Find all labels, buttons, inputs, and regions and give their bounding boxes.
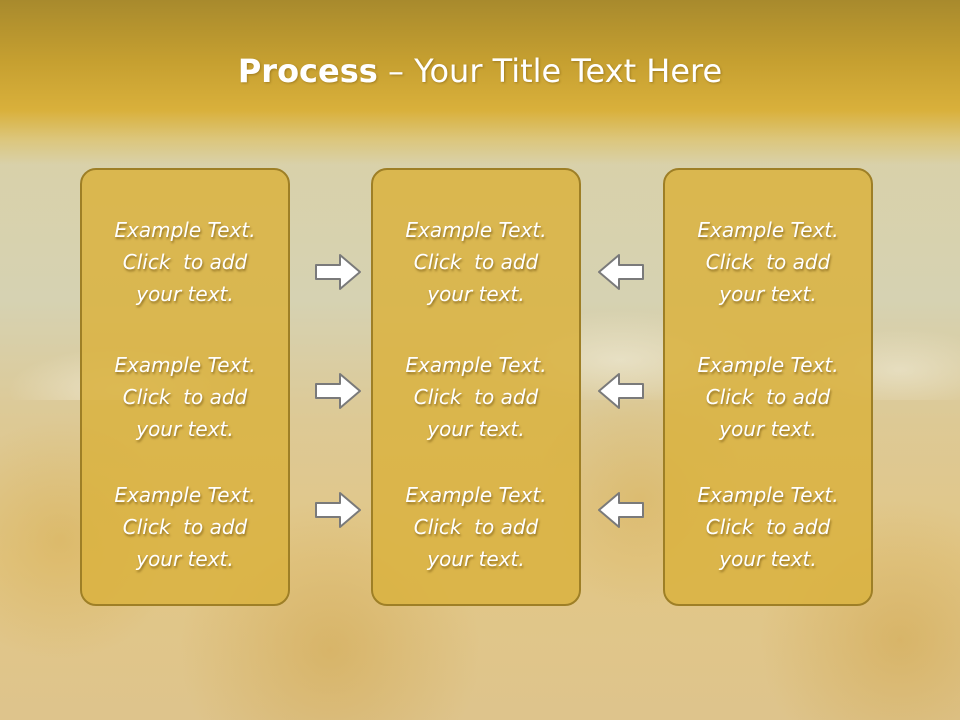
- text-block[interactable]: Example Text. Click to add your text.: [373, 349, 579, 445]
- title-band: [0, 0, 960, 165]
- text-line: Click to add: [705, 515, 831, 539]
- text-line: your text.: [136, 547, 234, 571]
- text-line: Example Text.: [697, 218, 839, 242]
- left-arrow-icon[interactable]: [597, 490, 645, 530]
- text-line: your text.: [719, 282, 817, 306]
- text-block[interactable]: Example Text. Click to add your text.: [373, 479, 579, 575]
- text-line: your text.: [427, 417, 525, 441]
- text-line: Example Text.: [405, 218, 547, 242]
- text-block[interactable]: Example Text. Click to add your text.: [82, 214, 288, 310]
- text-line: Click to add: [413, 515, 539, 539]
- text-line: Click to add: [122, 385, 248, 409]
- text-line: your text.: [136, 417, 234, 441]
- text-line: Click to add: [413, 385, 539, 409]
- right-arrow-icon[interactable]: [314, 371, 362, 411]
- text-line: your text.: [427, 547, 525, 571]
- text-line: Example Text.: [405, 353, 547, 377]
- middle-process-box[interactable]: Example Text. Click to add your text. Ex…: [371, 168, 581, 606]
- text-line: your text.: [719, 547, 817, 571]
- text-line: your text.: [136, 282, 234, 306]
- text-line: Click to add: [122, 515, 248, 539]
- title-rest: – Your Title Text Here: [377, 52, 723, 90]
- text-line: Click to add: [705, 250, 831, 274]
- left-arrow-icon[interactable]: [597, 371, 645, 411]
- right-arrow-icon[interactable]: [314, 252, 362, 292]
- text-block[interactable]: Example Text. Click to add your text.: [665, 214, 871, 310]
- text-line: your text.: [427, 282, 525, 306]
- text-line: Example Text.: [697, 483, 839, 507]
- text-line: Example Text.: [114, 353, 256, 377]
- text-block[interactable]: Example Text. Click to add your text.: [82, 349, 288, 445]
- text-line: Example Text.: [114, 483, 256, 507]
- left-arrow-icon[interactable]: [597, 252, 645, 292]
- text-line: Example Text.: [114, 218, 256, 242]
- right-process-box[interactable]: Example Text. Click to add your text. Ex…: [663, 168, 873, 606]
- text-line: Example Text.: [405, 483, 547, 507]
- text-line: Example Text.: [697, 353, 839, 377]
- text-block[interactable]: Example Text. Click to add your text.: [373, 214, 579, 310]
- text-line: Click to add: [122, 250, 248, 274]
- text-block[interactable]: Example Text. Click to add your text.: [665, 349, 871, 445]
- slide-title[interactable]: Process – Your Title Text Here: [0, 52, 960, 90]
- text-line: Click to add: [413, 250, 539, 274]
- title-strong: Process: [237, 52, 378, 90]
- text-block[interactable]: Example Text. Click to add your text.: [665, 479, 871, 575]
- text-line: your text.: [719, 417, 817, 441]
- text-block[interactable]: Example Text. Click to add your text.: [82, 479, 288, 575]
- right-arrow-icon[interactable]: [314, 490, 362, 530]
- left-process-box[interactable]: Example Text. Click to add your text. Ex…: [80, 168, 290, 606]
- text-line: Click to add: [705, 385, 831, 409]
